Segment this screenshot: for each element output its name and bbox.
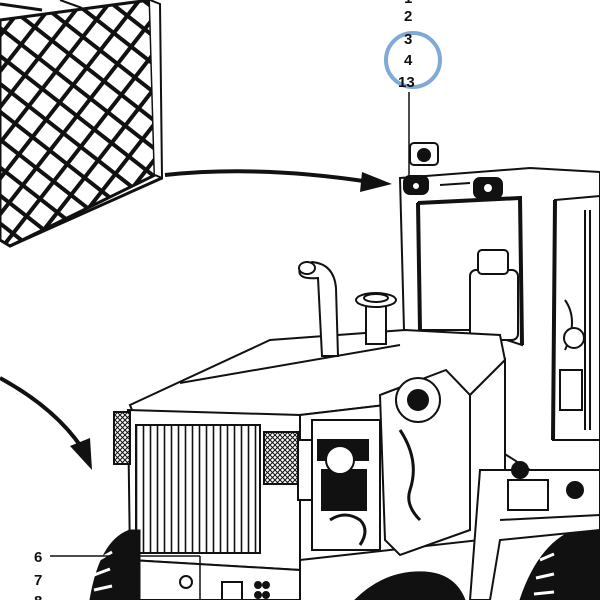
engine-hood [128,260,507,562]
mesh-guard-panel [0,0,164,248]
callout-3[interactable]: 3 [404,31,413,48]
arrow-to-grille [0,376,92,470]
leader-lines [50,92,410,600]
radiator-grille [113,408,313,600]
highlight-ring [384,31,442,89]
callout-4[interactable]: 4 [404,52,413,69]
callout-13[interactable]: 13 [398,74,415,91]
callout-7[interactable]: 7 [34,572,43,589]
rear-frame [468,461,600,600]
tires [89,527,600,600]
callout-2[interactable]: 2 [404,8,413,25]
callout-8[interactable]: 8 [34,594,42,600]
callout-1[interactable]: 1 [404,0,412,6]
arrow-to-cab [164,169,392,192]
callout-6[interactable]: 6 [34,549,43,566]
